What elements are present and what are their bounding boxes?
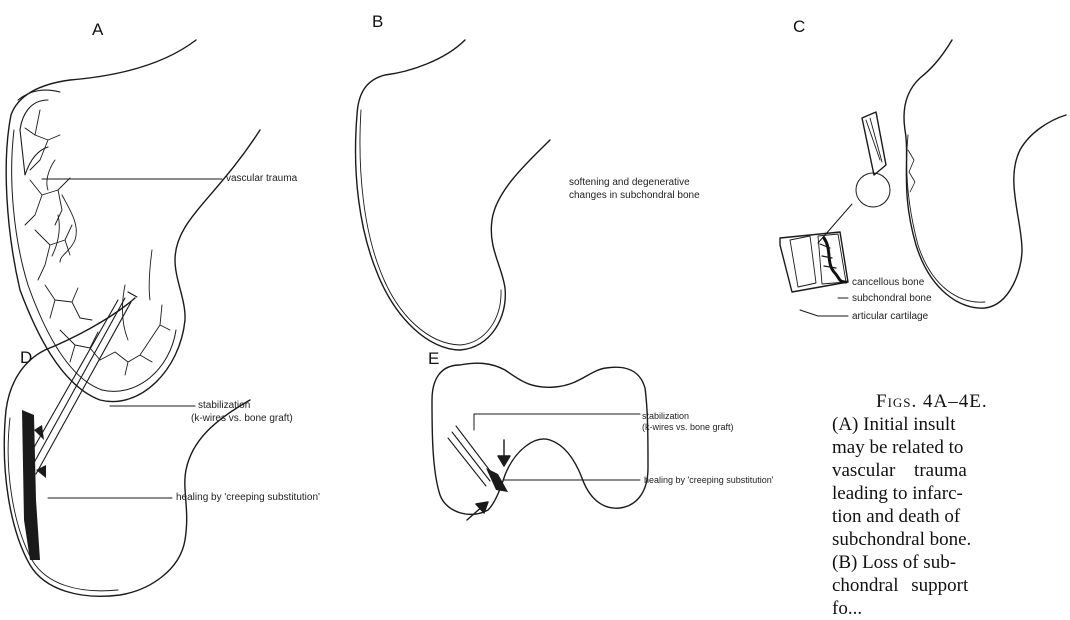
caption-line: fo... — [832, 597, 1070, 620]
label-softening-line2: changes in subchondral bone — [569, 190, 700, 202]
caption-line: may be related to — [832, 436, 1070, 459]
label-cancellous-bone: cancellous bone — [852, 277, 924, 289]
label-subchondral-bone: subchondral bone — [852, 293, 932, 305]
label-e-healing: healing by 'creeping substitution' — [644, 474, 774, 486]
panel-e-distal-femur — [432, 363, 648, 514]
caption-line: subchondral bone. — [832, 528, 1070, 551]
label-articular-cartilage: articular cartilage — [852, 311, 928, 323]
panel-e-k-wires — [448, 426, 494, 486]
panel-d-leaders — [48, 406, 195, 498]
caption-line: chondral support — [832, 574, 1070, 597]
label-d-stabilization: stabilization — [198, 400, 250, 412]
caption-line: (A) Initial insult — [832, 413, 1070, 436]
panel-d-femoral-condyle — [4, 298, 250, 596]
panel-a-femoral-condyle — [6, 40, 260, 402]
label-vascular-trauma: vascular trauma — [226, 173, 297, 185]
caption-title: Figs. 4A–4E. — [832, 390, 1070, 413]
panel-c-fragment-small — [818, 112, 890, 243]
panel-b-letter: B — [372, 12, 383, 32]
panel-d-k-wires — [24, 292, 137, 474]
label-softening-line1: softening and degenerative — [569, 177, 690, 189]
caption-line: vascular trauma — [832, 459, 1070, 482]
caption-line: (B) Loss of sub- — [832, 551, 1070, 574]
panel-d-letter: D — [20, 348, 32, 368]
panel-d-healing-zone — [22, 410, 46, 560]
panel-c-leaders — [800, 282, 848, 316]
panel-c-letter: C — [793, 17, 805, 37]
label-e-kwires: (k-wires vs. bone graft) — [642, 421, 734, 433]
panel-e-letter: E — [428, 349, 439, 369]
label-d-healing: healing by 'creeping substitution' — [176, 492, 320, 504]
caption-line: leading to infarc- — [832, 482, 1070, 505]
caption-line: tion and death of — [832, 505, 1070, 528]
figure-caption: Figs. 4A–4E. (A) Initial insult may be r… — [832, 390, 1070, 620]
label-d-kwires: (k-wires vs. bone graft) — [191, 413, 293, 425]
panel-c-femoral-condyle — [904, 40, 1066, 308]
panel-e-leaders — [474, 414, 640, 480]
panel-c-osteochondral-fragment — [780, 232, 848, 292]
panel-b-femoral-condyle — [356, 40, 550, 350]
panel-a-letter: A — [92, 20, 103, 40]
